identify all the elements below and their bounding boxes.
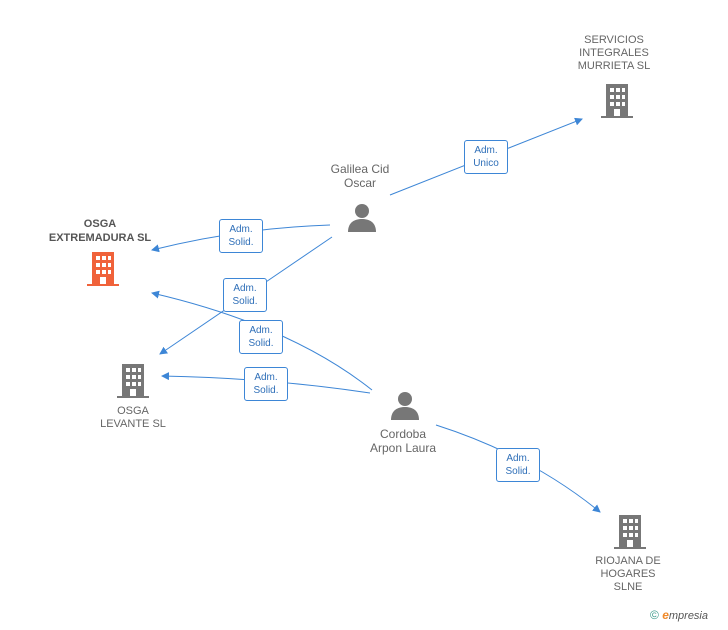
role-line: Solid. xyxy=(232,296,258,307)
role-line: Solid. xyxy=(248,338,274,349)
label-line: RIOJANA DE xyxy=(595,555,661,567)
label-line: EXTREMADURA SL xyxy=(48,232,152,244)
copyright-icon: © xyxy=(650,608,659,622)
company-label-servicios[interactable]: SERVICIOS INTEGRALES MURRIETA SL xyxy=(564,34,664,73)
brand-logo-e: e xyxy=(662,608,669,622)
label-line: OSGA xyxy=(117,405,149,417)
role-badge-cordoba-osga-levante[interactable]: Adm. Solid. xyxy=(244,367,288,401)
role-line: Adm. xyxy=(474,145,498,156)
company-label-riojana[interactable]: RIOJANA DE HOGARES SLNE xyxy=(578,555,678,594)
role-line: Adm. xyxy=(233,283,257,294)
role-line: Adm. xyxy=(229,224,253,235)
company-label-osga-extremadura[interactable]: OSGA EXTREMADURA SL xyxy=(40,217,160,245)
role-line: Solid. xyxy=(505,466,531,477)
role-line: Adm. xyxy=(506,453,530,464)
role-badge-cordoba-riojana[interactable]: Adm. Solid. xyxy=(496,448,540,482)
person-label-cordoba[interactable]: Cordoba Arpon Laura xyxy=(353,427,453,455)
label-line: SERVICIOS xyxy=(584,34,644,46)
company-label-osga-levante[interactable]: OSGA LEVANTE SL xyxy=(83,405,183,431)
role-line: Solid. xyxy=(253,385,279,396)
brand-name: mpresia xyxy=(668,610,708,622)
role-badge-galilea-osga-extremadura[interactable]: Adm. Solid. xyxy=(219,219,263,253)
label-line: Arpon Laura xyxy=(369,441,437,455)
label-line: SLNE xyxy=(613,581,643,593)
label-line: LEVANTE SL xyxy=(100,418,166,430)
building-icon[interactable] xyxy=(87,252,119,286)
role-badge-cordoba-osga-extremadura[interactable]: Adm. Solid. xyxy=(239,320,283,354)
role-line: Solid. xyxy=(228,237,254,248)
label-line: MURRIETA SL xyxy=(577,60,651,72)
role-line: Adm. xyxy=(249,325,273,336)
role-line: Unico xyxy=(473,158,499,169)
label-line: Oscar xyxy=(343,176,376,190)
role-badge-galilea-servicios[interactable]: Adm. Unico xyxy=(464,140,508,174)
label-line: INTEGRALES xyxy=(579,47,649,59)
building-icon[interactable] xyxy=(601,84,633,118)
label-line: Galilea Cid xyxy=(330,162,390,176)
building-icon[interactable] xyxy=(614,515,646,549)
building-icon[interactable] xyxy=(117,364,149,398)
label-line: HOGARES xyxy=(600,568,656,580)
role-badge-galilea-osga-levante[interactable]: Adm. Solid. xyxy=(223,278,267,312)
footer-brand[interactable]: © empresia xyxy=(650,608,708,622)
person-icon[interactable] xyxy=(347,202,377,232)
label-line: OSGA xyxy=(83,218,117,230)
person-label-galilea[interactable]: Galilea Cid Oscar xyxy=(310,162,410,190)
role-line: Adm. xyxy=(254,372,278,383)
label-line: Cordoba xyxy=(379,427,427,441)
person-icon[interactable] xyxy=(390,390,420,420)
